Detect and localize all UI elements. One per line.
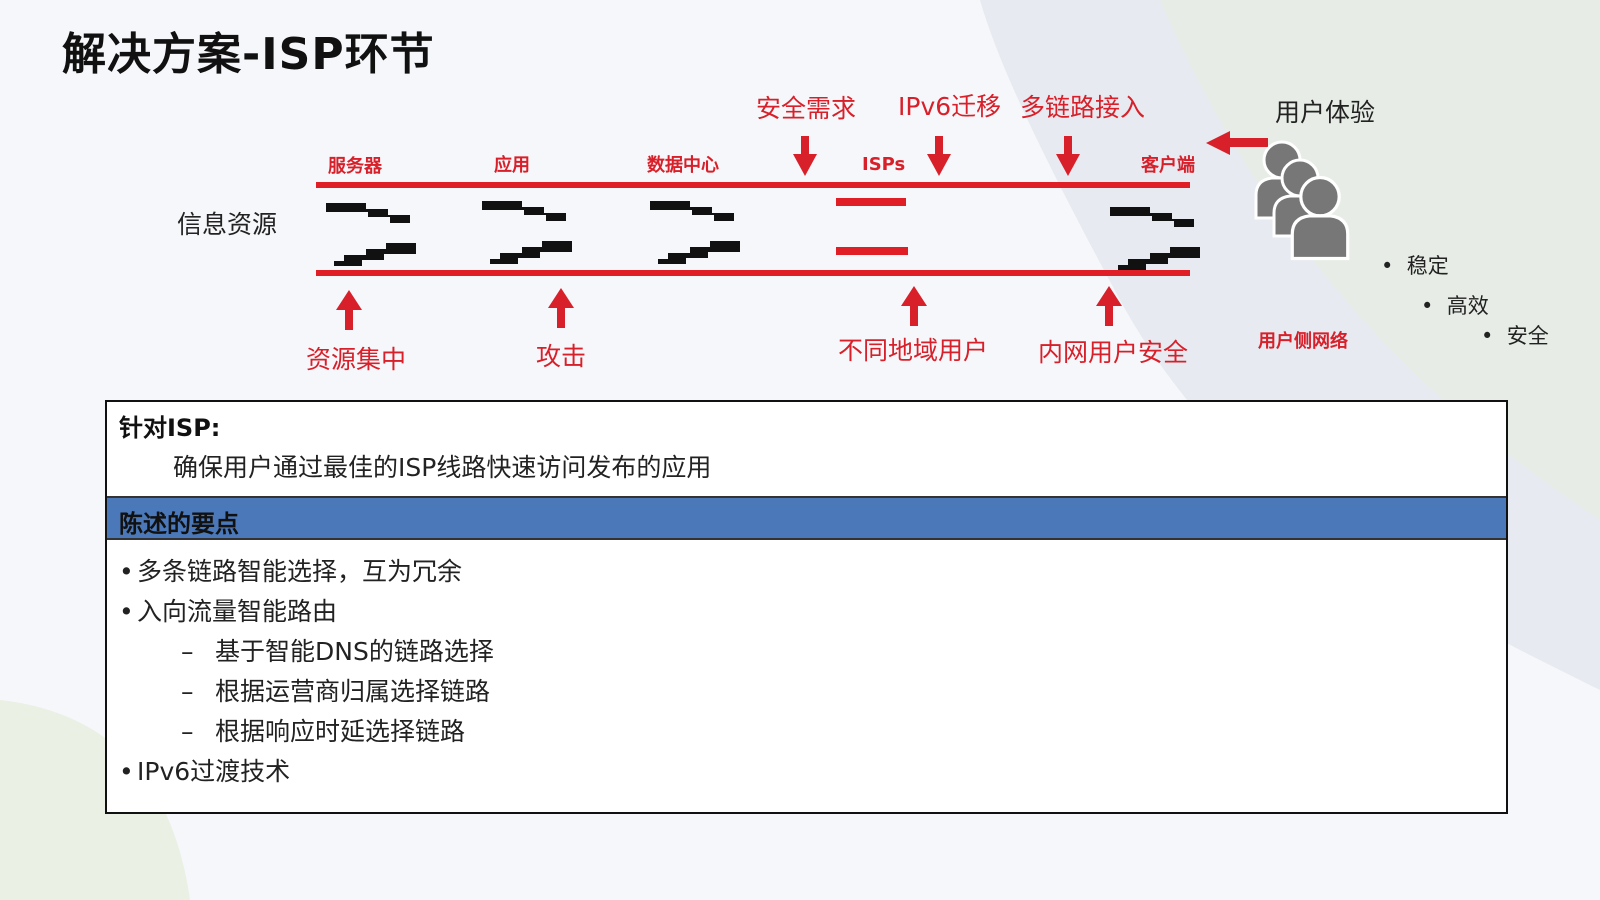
users-group-icon [1254,140,1350,261]
list-item: –基于智能DNS的链路选择 [181,637,494,666]
user-experience-label: 用户体验 [1275,98,1376,127]
lightning-link-icon [482,201,572,264]
list-item: •入向流量智能路由 [119,597,338,626]
isp-bar-top [836,198,906,206]
isp-heading: 针对ISP: [119,414,221,442]
segment-label-isps: ISPs [862,154,906,175]
list-item: •多条链路智能选择，互为冗余 [119,557,463,586]
page-title: 解决方案-ISP环节 [62,29,435,80]
lightning-link-icon [650,201,740,264]
segment-label-application: 应用 [494,155,530,176]
user-network-label: 用户侧网络 [1258,331,1348,352]
segment-label-datacenter: 数据中心 [647,155,719,176]
list-item: •IPv6过渡技术 [119,757,291,786]
arrow-icon [793,136,1080,176]
issue-label-centralized: 资源集中 [306,345,407,374]
issue-label-intranet-security: 内网用户安全 [1038,338,1189,367]
need-label-multilink: 多链路接入 [1020,93,1146,122]
isp-description: 确保用户通过最佳的ISP线路快速访问发布的应用 [173,453,712,482]
isp-info-box: 针对ISP: 确保用户通过最佳的ISP线路快速访问发布的应用 陈述的要点 •多条… [105,400,1508,814]
experience-point-stable: • 稳定 [1381,254,1449,278]
issue-label-regional-users: 不同地域用户 [838,336,989,365]
issue-label-attack: 攻击 [536,342,587,371]
bullet-icon: • [1381,254,1407,278]
network-diagram [316,131,1350,330]
key-points-list: •多条链路智能选择，互为冗余 •入向流量智能路由 –基于智能DNS的链路选择 –… [119,552,494,792]
arrow-icon [1206,131,1268,155]
experience-point-efficient: • 高效 [1421,294,1489,318]
list-item: –根据响应时延选择链路 [181,717,466,746]
isp-bar-bottom [836,247,908,255]
list-item: –根据运营商归属选择链路 [181,677,491,706]
section-title: 陈述的要点 [119,510,239,538]
segment-label-client: 客户端 [1141,155,1195,176]
need-label-ipv6: IPv6迁移 [898,92,1002,121]
bullet-icon: • [1421,294,1447,318]
left-label: 信息资源 [177,210,278,239]
top-rail [316,182,1190,188]
bottom-rail [316,270,1190,276]
segment-label-server: 服务器 [328,156,382,177]
experience-point-secure: • 安全 [1481,324,1549,348]
arrow-icon [336,286,1122,330]
lightning-link-icon [326,203,416,266]
need-label-security: 安全需求 [756,94,857,123]
section-header-band: 陈述的要点 [107,496,1506,540]
bullet-icon: • [1481,324,1507,348]
lightning-link-icon [1110,207,1200,270]
